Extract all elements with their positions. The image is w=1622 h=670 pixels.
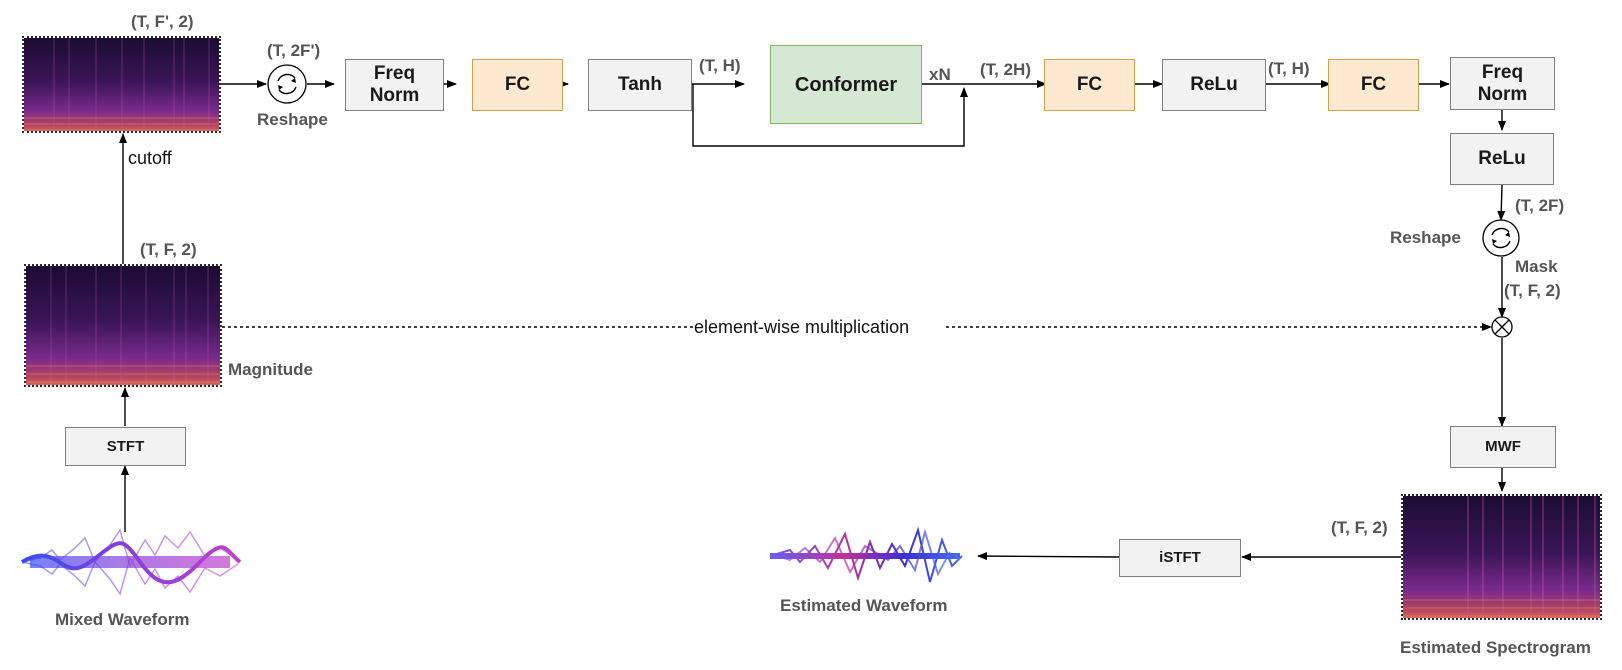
magnitude-spectrogram-image	[24, 264, 222, 387]
relu-block: ReLu	[1450, 133, 1554, 185]
tanh-block: Tanh	[588, 59, 692, 111]
shape-label: (T, F, 2)	[140, 240, 197, 259]
shape-label: (T, H)	[699, 56, 741, 75]
conformer-block: Conformer	[770, 45, 922, 124]
estimated-waveform-image	[769, 526, 963, 583]
estimated-spectrogram-image	[1401, 494, 1602, 620]
arrow-relu-to-reshape	[1497, 184, 1506, 221]
reshape-icon	[1482, 219, 1520, 257]
repeat-label: xN	[929, 65, 951, 84]
shape-label: (T, 2H)	[980, 60, 1031, 79]
shape-label: (T, F, 2)	[1504, 281, 1561, 300]
cutoff-spectrogram-image	[22, 36, 221, 133]
freq-norm-block: Freq Norm	[345, 59, 444, 111]
estimated-spectrogram-label: Estimated Spectrogram	[1400, 638, 1591, 657]
shape-label: (T, H)	[1268, 59, 1310, 78]
cutoff-label: cutoff	[128, 148, 172, 168]
skip-connection	[692, 84, 968, 147]
shape-label: (T, 2F)	[1515, 196, 1565, 215]
shape-label: (T, F, 2)	[1331, 518, 1388, 537]
stft-block: STFT	[65, 427, 186, 466]
multiply-icon	[1491, 316, 1513, 338]
fc-block: FC	[1328, 59, 1419, 111]
freq-norm-block: Freq Norm	[1450, 57, 1555, 110]
arrow-istft-to-waveform	[977, 552, 1120, 561]
estimated-waveform-label: Estimated Waveform	[780, 596, 948, 615]
fc-block: FC	[1044, 59, 1135, 111]
reshape-icon	[267, 64, 307, 104]
reshape-label: Reshape	[257, 110, 328, 129]
reshape-label: Reshape	[1390, 228, 1461, 247]
magnitude-label: Magnitude	[228, 360, 313, 379]
element-wise-label: element-wise multiplication	[694, 317, 910, 337]
fc-block: FC	[472, 59, 563, 111]
shape-label: (T, F', 2)	[131, 12, 194, 31]
connectors	[119, 80, 1506, 561]
mixed-waveform-label: Mixed Waveform	[55, 610, 190, 629]
mwf-block: MWF	[1450, 426, 1556, 468]
mixed-waveform-image	[20, 528, 242, 596]
mask-label: Mask	[1515, 257, 1558, 276]
istft-block: iSTFT	[1119, 539, 1241, 577]
relu-block: ReLu	[1162, 59, 1266, 111]
shape-label: (T, 2F')	[267, 41, 321, 60]
